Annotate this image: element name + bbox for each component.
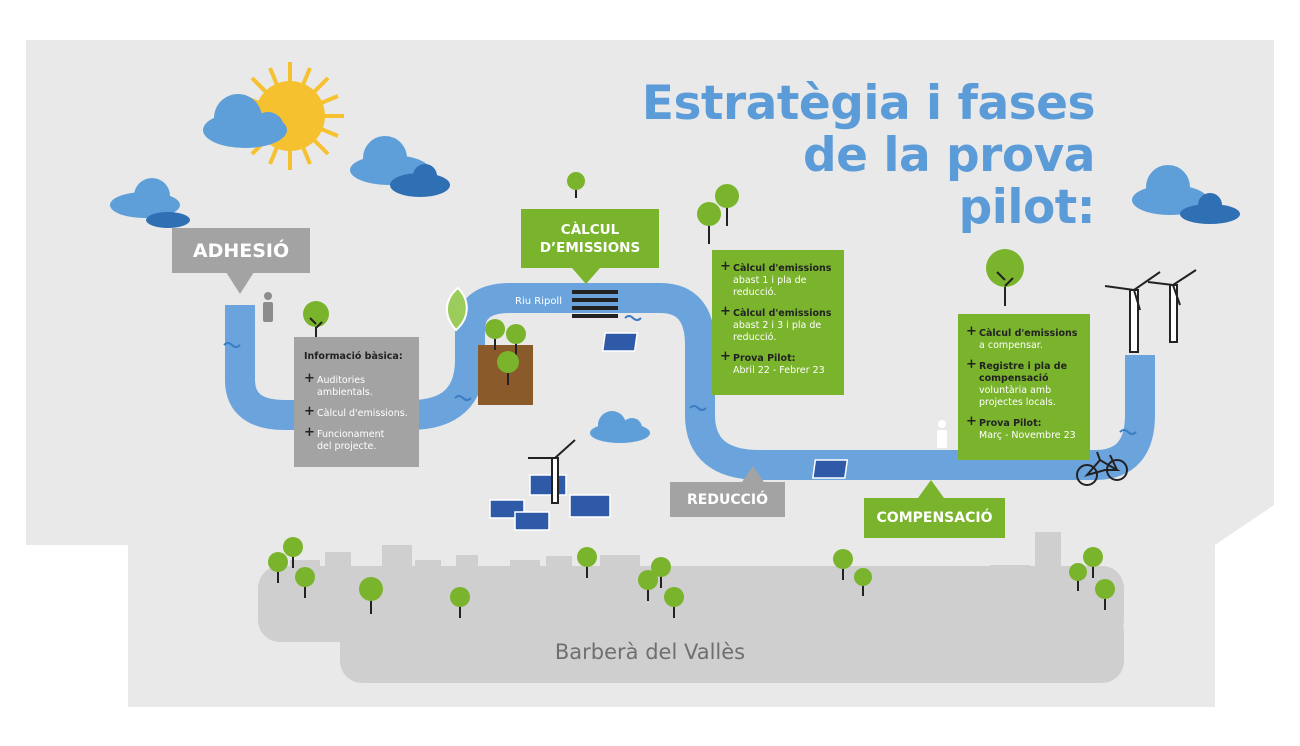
reduction-box: + Càlcul d'emissions abast 1 i pla de re… <box>712 250 844 395</box>
compensation-box: + Càlcul d'emissions a compensar. + Regi… <box>958 314 1090 460</box>
plus-icon: + <box>966 357 977 372</box>
item-heading: compensació <box>979 373 1049 384</box>
stage-calcul-emissions: CÀLCUL D’EMISSIONS <box>521 209 659 268</box>
cloud-icon <box>203 94 287 148</box>
list-item: + Càlcul d'emissions abast 1 i pla de re… <box>720 259 836 299</box>
item-heading: Prova Pilot: <box>979 418 1042 429</box>
item-line: voluntària amb <box>979 385 1052 396</box>
person-icon <box>937 420 947 448</box>
city-silhouette <box>258 532 1124 683</box>
list-item: + Càlcul d'emissions a compensar. <box>966 324 1082 352</box>
stage-calcul-line-1: CÀLCUL <box>560 221 620 238</box>
list-item: + Càlcul d'emissions abast 2 i 3 i pla d… <box>720 304 836 344</box>
tree-icon <box>268 172 1115 618</box>
page-title: Estratègia i fases de la prova pilot: <box>641 76 1096 235</box>
tag-pointer <box>742 466 764 482</box>
plus-icon: + <box>304 371 315 386</box>
stage-adhesio: ADHESIÓ <box>172 228 310 273</box>
bridge-icon <box>572 290 618 318</box>
info-box-heading: Informació bàsica: <box>304 351 403 362</box>
item-heading: Registre i pla de <box>979 361 1068 372</box>
list-item: + Funcionament del projecte. <box>304 425 409 453</box>
item-line: Auditories <box>317 375 366 386</box>
title-line-1: Estratègia i fases <box>641 76 1096 131</box>
plus-icon: + <box>720 349 731 364</box>
background-panel <box>26 40 1274 707</box>
list-item: + Prova Pilot: Abril 22 - Febrer 23 <box>720 349 836 377</box>
item-line: Abril 22 - Febrer 23 <box>733 365 825 376</box>
item-heading: Prova Pilot: <box>733 353 796 364</box>
item-heading: Càlcul d'emissions <box>733 263 832 274</box>
list-item: + Càlcul d'emissions. <box>304 404 409 420</box>
stage-calcul-line-2: D’EMISSIONS <box>539 239 641 256</box>
item-line: reducció. <box>733 287 777 298</box>
plus-icon: + <box>966 324 977 339</box>
bicycle-icon <box>1076 451 1128 486</box>
wind-turbine-icon <box>528 269 1197 504</box>
cloud-icon <box>110 178 190 228</box>
person-icon <box>263 292 273 322</box>
stage-compensacio: COMPENSACIÓ <box>864 498 1005 538</box>
plus-icon: + <box>966 414 977 429</box>
item-heading: Càlcul d'emissions <box>979 328 1078 339</box>
plus-icon: + <box>304 404 315 419</box>
river-label: Riu Ripoll <box>515 296 562 307</box>
cloud-icon <box>1132 165 1240 224</box>
stage-reduccio: REDUCCIÓ <box>670 482 785 517</box>
title-line-2: de la prova <box>802 128 1096 183</box>
item-line: a compensar. <box>979 340 1043 351</box>
tag-pointer <box>226 272 254 294</box>
item-line: del projecte. <box>317 441 377 452</box>
item-line: Funcionament <box>317 429 385 440</box>
cloud-icon <box>350 136 450 197</box>
leaf-icon <box>445 286 468 332</box>
item-line: projectes locals. <box>979 397 1056 408</box>
item-line: abast 2 i 3 i pla de <box>733 320 822 331</box>
tag-pointer <box>572 268 600 284</box>
item-heading: Càlcul d'emissions <box>733 308 832 319</box>
plus-icon: + <box>720 259 731 274</box>
item-line: Càlcul d'emissions. <box>317 408 408 419</box>
tag-pointer <box>918 480 944 498</box>
title-line-3: pilot: <box>958 180 1096 235</box>
item-line: reducció. <box>733 332 777 343</box>
item-line: Març - Novembre 23 <box>979 430 1076 441</box>
plus-icon: + <box>304 425 315 440</box>
list-item: + Auditories ambientals. <box>304 371 409 399</box>
info-box: Informació bàsica: + Auditories ambienta… <box>294 337 419 467</box>
plus-icon: + <box>720 304 731 319</box>
city-label: Barberà del Vallès <box>554 640 746 664</box>
list-item: + Registre i pla de compensació voluntàr… <box>966 357 1082 409</box>
cloud-icon <box>590 411 650 443</box>
item-line: ambientals. <box>317 387 373 398</box>
item-line: abast 1 i pla de <box>733 275 807 286</box>
list-item: + Prova Pilot: Març - Novembre 23 <box>966 414 1082 442</box>
